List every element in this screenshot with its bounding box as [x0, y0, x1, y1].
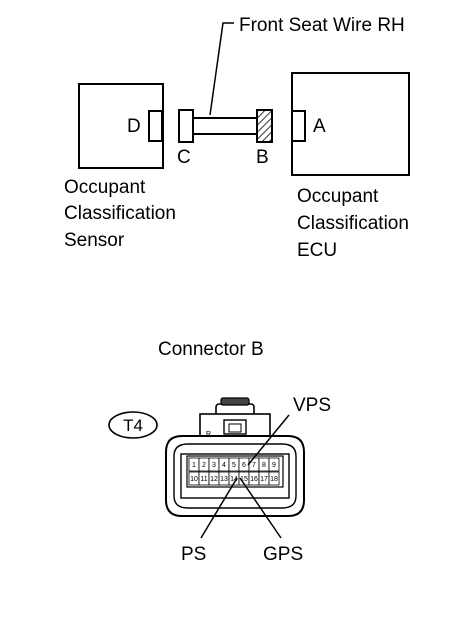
pin-label-6: 6: [242, 462, 246, 469]
pin-label-2: 2: [202, 462, 206, 469]
pin-label-10: 10: [190, 476, 198, 483]
ps-label: PS: [181, 544, 206, 565]
pin-label-16: 16: [250, 476, 258, 483]
vps-leader-line: [247, 414, 290, 466]
pin-label-18: 18: [270, 476, 278, 483]
connector-c-label: C: [177, 147, 191, 168]
pin-row-top: 1 2 3 4 5 6 7 8 9: [188, 457, 280, 472]
pin-label-15: 15: [240, 476, 248, 483]
ecu-connector-a: [291, 110, 306, 142]
connector-code-label: T4: [123, 416, 143, 435]
pin-label-3: 3: [212, 462, 216, 469]
ecu-label-line-3: ECU: [297, 240, 337, 261]
ps-leader-line: [200, 477, 238, 539]
pin-label-7: 7: [252, 462, 256, 469]
connector-code-badge: [108, 411, 158, 439]
pin-label-11: 11: [200, 476, 207, 483]
pin-label-1: 1: [192, 462, 196, 469]
pin-label-17: 17: [260, 476, 268, 483]
pin-label-14: 14: [230, 476, 238, 483]
gps-label: GPS: [263, 544, 303, 565]
pin-label-8: 8: [262, 462, 266, 469]
sensor-label-line-2: Classification: [64, 203, 176, 224]
pin-label-12: 12: [210, 476, 218, 483]
connector-a-label: A: [313, 116, 326, 137]
ecu-box: [291, 72, 410, 176]
front-seat-wire: [192, 117, 258, 135]
pin-label-4: 4: [222, 462, 226, 469]
pin-cell-9: [268, 457, 280, 472]
connector-b-label: B: [256, 147, 269, 168]
sensor-connector-d: [148, 110, 163, 142]
connector-view-title: Connector B: [158, 339, 264, 360]
pin-label-9: 9: [272, 462, 276, 469]
pin-label-13: 13: [220, 476, 228, 483]
ecu-label-line-1: Occupant: [297, 186, 379, 207]
wire-connector-c: [178, 109, 194, 143]
pin-row-bottom: 10 11 12 13 14 15 16 17 18: [188, 471, 280, 486]
wire-connector-b: [256, 109, 273, 143]
sensor-label-line-1: Occupant: [64, 177, 146, 198]
connector-housing: [165, 397, 305, 517]
wire-label: Front Seat Wire RH: [239, 15, 405, 36]
wire-leader-line: [209, 22, 234, 116]
gps-leader-line: [239, 477, 282, 539]
sensor-label-line-3: Sensor: [64, 230, 125, 251]
ecu-label-line-2: Classification: [297, 213, 409, 234]
lock-letter: R: [206, 431, 211, 438]
pin-label-5: 5: [232, 462, 236, 469]
vps-label: VPS: [293, 395, 331, 416]
pin-cell-18: [268, 471, 280, 486]
connector-d-label: D: [127, 116, 141, 137]
